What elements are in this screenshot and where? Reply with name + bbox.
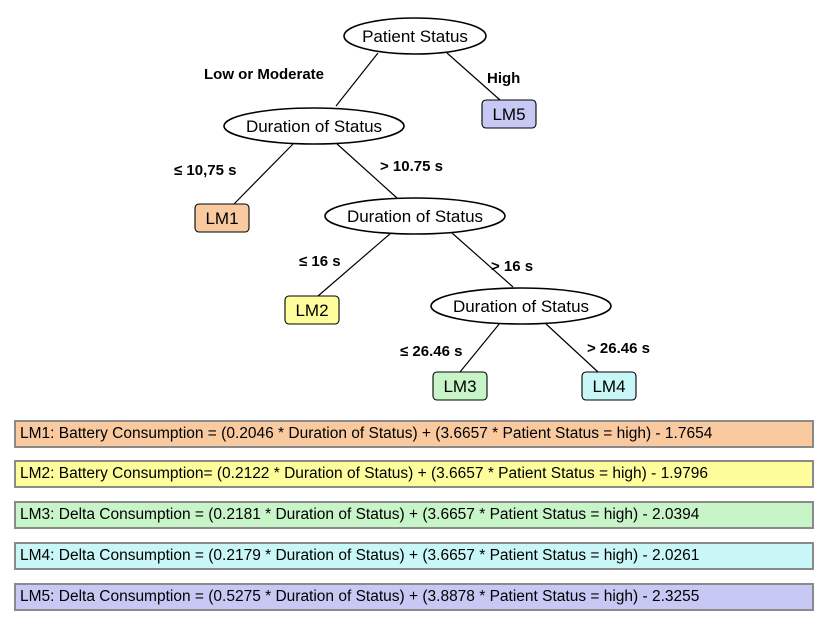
leaf-lm4: LM4 [581,371,637,401]
equation-lm2: LM2: Battery Consumption= (0.2122 * Dura… [14,460,814,488]
leaf-lm4-box [581,371,637,401]
split-node-1: Duration of Status [223,107,405,145]
split-node-1-label: Duration of Status [246,117,382,136]
edge-label-low-or-moderate: Low or Moderate [204,66,324,83]
edge-split1-to-split2 [335,142,398,199]
leaf-lm1-box [194,203,250,233]
edge-split3-to-lm3 [459,322,501,373]
edge-label-high: High [487,70,520,87]
edge-root-to-lm5 [446,52,501,101]
edge-label-gt-16: > 16 s [491,258,533,275]
equation-lm3: LM3: Delta Consumption = (0.2181 * Durat… [14,501,814,529]
root-node-label: Patient Status [362,27,468,46]
edge-split3-to-lm4 [544,322,599,373]
leaf-lm4-label: LM4 [592,377,625,396]
split-node-2-label: Duration of Status [347,207,483,226]
edge-label-gt-26-46: > 26.46 s [587,340,650,357]
leaf-lm3-label: LM3 [443,377,476,396]
leaf-lm2: LM2 [284,295,340,325]
leaf-lm1: LM1 [194,203,250,233]
edge-split1-to-lm1 [233,142,295,205]
edge-split2-to-split3 [451,232,514,288]
leaf-lm2-box [284,295,340,325]
root-node: Patient Status [343,17,487,55]
leaf-lm5-box [481,99,537,129]
edge-label-le-26-46: ≤ 26.46 s [400,343,462,360]
edge-root-to-split1 [335,52,379,107]
leaf-lm3-box [432,371,488,401]
model-tree-diagram: Low or Moderate High ≤ 10,75 s > 10.75 s… [174,17,650,401]
split-node-3: Duration of Status [430,287,612,325]
split-node-2: Duration of Status [324,197,506,235]
leaf-lm2-label: LM2 [295,301,328,320]
edge-label-le-16: ≤ 16 s [299,253,341,270]
equation-lm4: LM4: Delta Consumption = (0.2179 * Durat… [14,542,814,570]
equation-lm1: LM1: Battery Consumption = (0.2046 * Dur… [14,420,814,448]
edge-split2-to-lm2 [317,232,392,297]
edge-label-le-10-75: ≤ 10,75 s [174,162,236,179]
edge-label-gt-10-75: > 10.75 s [380,158,443,175]
split-node-3-label: Duration of Status [453,297,589,316]
leaf-lm1-label: LM1 [205,209,238,228]
leaf-lm5-label: LM5 [492,105,525,124]
leaf-lm5: LM5 [481,99,537,129]
equation-lm5: LM5: Delta Consumption = (0.5275 * Durat… [14,583,814,611]
leaf-lm3: LM3 [432,371,488,401]
